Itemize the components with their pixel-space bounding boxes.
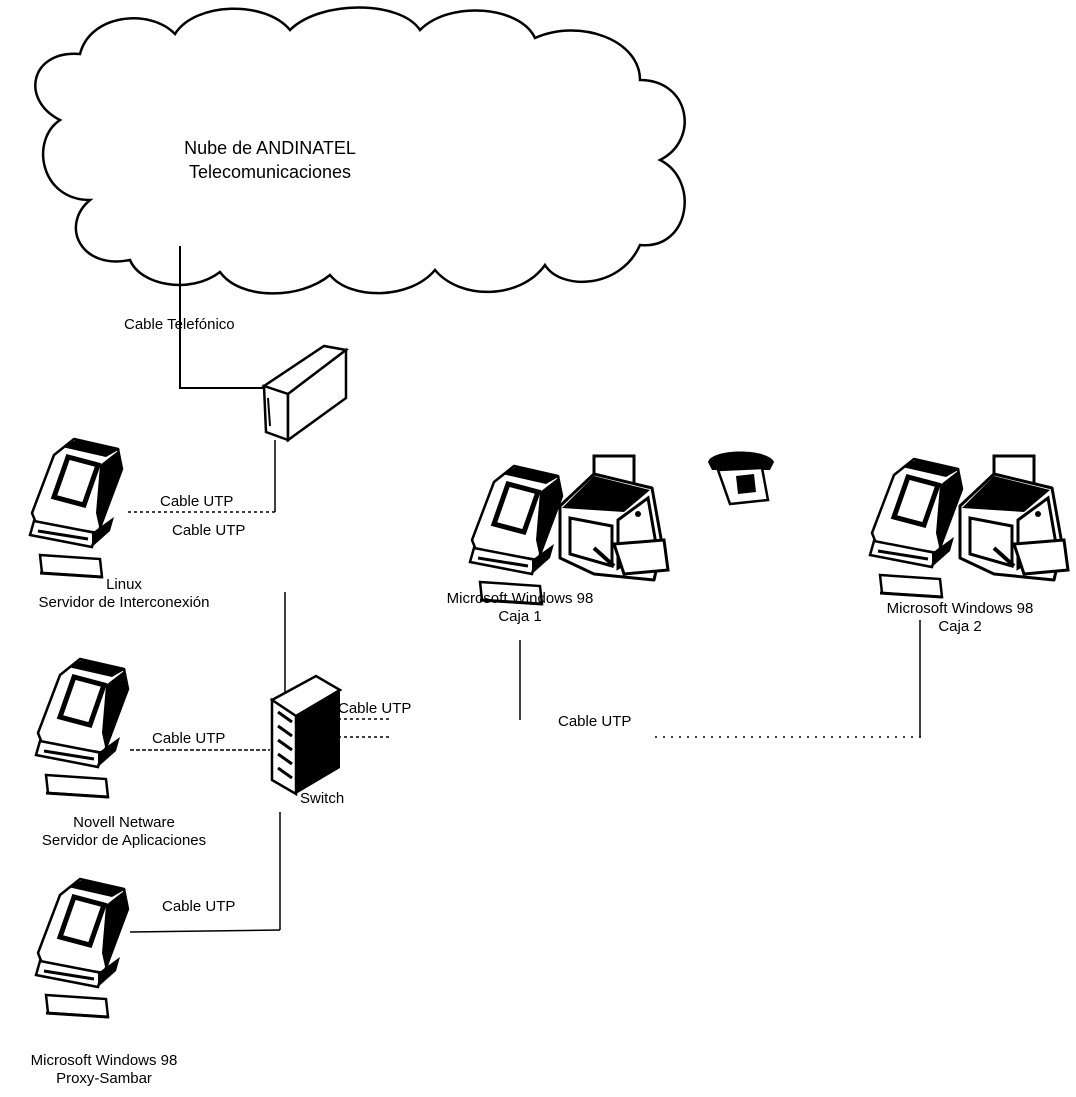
novell-node-line1: Novell Netware [73, 814, 175, 831]
modem-icon [261, 344, 350, 443]
caja2-node-line1: Microsoft Windows 98 [886, 600, 1034, 617]
caja1-node-line2: Caja 1 [498, 608, 542, 625]
printer-icon [958, 454, 1070, 582]
proxy-cable-label: Cable UTP [162, 898, 236, 915]
novell-node-line2: Servidor de Aplicaciones [41, 832, 207, 849]
cloud-title-line2: Telecomunicaciones [188, 162, 352, 182]
proxy-node-line1: Microsoft Windows 98 [30, 1052, 178, 1069]
caja2-node-line2: Caja 2 [938, 618, 982, 635]
cajas-cable-label: Cable UTP [558, 713, 632, 730]
computer-icon [870, 459, 962, 597]
linux-node-line2: Servidor de Interconexión [38, 594, 210, 611]
cloud-title-line1: Nube de ANDINATEL [184, 138, 356, 158]
caja1-node-line1: Microsoft Windows 98 [446, 590, 594, 607]
computer-icon [30, 439, 122, 577]
proxy-node-label: Microsoft Windows 98 Proxy-Sambar [31, 1052, 178, 1088]
caja2-node-label: Microsoft Windows 98 Caja 2 [887, 600, 1034, 636]
cloud-title: Nube de ANDINATEL Telecomunicaciones [184, 136, 356, 184]
computer-icon [36, 659, 128, 797]
novell-node-label: Novell Netware Servidor de Aplicaciones [42, 814, 206, 850]
linux-node-line1: Linux [106, 576, 142, 593]
computer-icon [36, 879, 128, 1017]
linux-cable-label-a: Cable UTP [160, 493, 234, 510]
novell-cable-label: Cable UTP [152, 730, 226, 747]
proxy-node-line2: Proxy-Sambar [56, 1070, 152, 1087]
computer-icon [470, 466, 562, 604]
printer-icon [558, 454, 670, 582]
switch-cable-label: Cable UTP [338, 700, 412, 717]
switch-icon [269, 674, 343, 797]
phone-cable-label: Cable Telefónico [124, 316, 235, 333]
telephone-icon [708, 451, 774, 506]
switch-label: Switch [300, 790, 345, 807]
linux-node-label: Linux Servidor de Interconexión [39, 576, 210, 612]
cloud-icon [34, 6, 686, 295]
caja1-node-label: Microsoft Windows 98 Caja 1 [447, 590, 594, 626]
linux-cable-label-b: Cable UTP [172, 522, 246, 539]
